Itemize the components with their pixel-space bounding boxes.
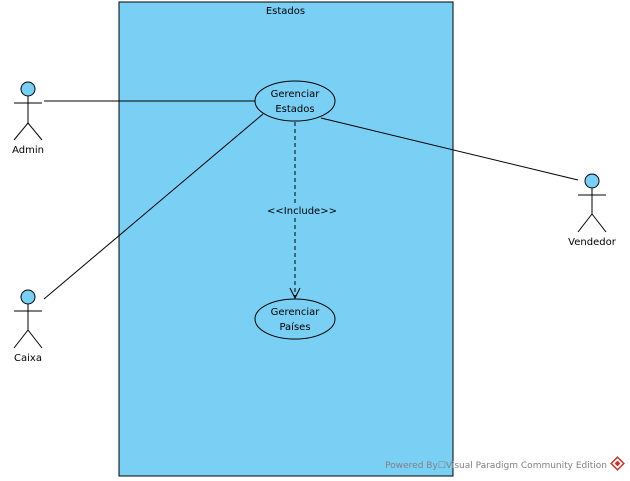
usecase-ellipse — [254, 80, 336, 122]
actor-head — [584, 173, 600, 189]
actor-label: Vendedor — [568, 237, 617, 248]
include-label: <<Include>> — [267, 206, 337, 217]
usecase-gerenciar-paises[interactable]: Gerenciar Países — [254, 298, 336, 340]
watermark-text: Powered By☐Visual Paradigm Community Edi… — [385, 461, 607, 471]
actor-left-leg — [13, 122, 29, 141]
actor-left-leg — [577, 213, 593, 233]
actor-right-leg — [27, 329, 43, 349]
actor-caixa[interactable]: Caixa — [13, 289, 43, 364]
actor-head — [20, 289, 36, 305]
association-vendedor-estados[interactable] — [320, 117, 579, 181]
usecase-gerenciar-estados[interactable]: Gerenciar Estados — [254, 80, 336, 122]
usecase-label-line2: Estados — [275, 104, 314, 115]
system-boundary-box — [118, 1, 454, 477]
include-estados-paises[interactable]: <<Include>> — [267, 122, 337, 300]
actor-vendedor[interactable]: Vendedor — [568, 173, 617, 248]
usecase-ellipse — [254, 298, 336, 340]
actor-left-leg — [13, 329, 29, 349]
association-caixa-estados[interactable] — [43, 113, 264, 300]
system-boundary-estados[interactable]: Estados — [118, 1, 454, 477]
actor-label: Admin — [12, 145, 44, 156]
include-arrowhead — [289, 287, 301, 300]
usecase-label-line1: Gerenciar — [271, 89, 321, 100]
actor-right-leg — [591, 213, 607, 233]
actor-admin[interactable]: Admin — [12, 81, 44, 156]
usecase-label-line2: Países — [279, 321, 310, 333]
watermark: Powered By☐Visual Paradigm Community Edi… — [385, 456, 625, 471]
visual-paradigm-logo-icon — [610, 456, 625, 471]
actor-label: Caixa — [14, 353, 42, 364]
usecase-label-line1: Gerenciar — [271, 307, 321, 318]
actor-head — [20, 81, 36, 97]
system-title: Estados — [266, 6, 305, 17]
actor-right-leg — [27, 122, 43, 141]
